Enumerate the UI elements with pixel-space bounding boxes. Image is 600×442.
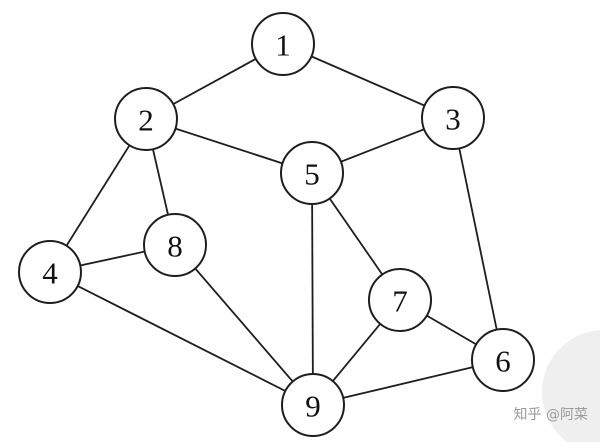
node-7: 7 [368, 268, 432, 332]
watermark-text: 知乎 @阿菜 [513, 407, 588, 423]
node-6: 6 [471, 328, 535, 392]
node-label-7: 7 [392, 284, 408, 319]
node-5: 5 [280, 141, 344, 205]
node-label-6: 6 [495, 344, 511, 379]
edge-3-6 [452, 117, 504, 361]
edge-4-9 [49, 271, 314, 406]
edge-8-9 [174, 244, 314, 406]
node-label-2: 2 [138, 103, 154, 138]
node-1: 1 [251, 12, 315, 76]
watermark-logo-shape [542, 330, 600, 442]
edge-5-9 [311, 172, 314, 406]
node-circle-1 [251, 12, 315, 76]
node-9: 9 [281, 373, 345, 437]
node-circle-2 [114, 87, 178, 151]
node-label-8: 8 [167, 229, 183, 264]
node-circle-7 [368, 268, 432, 332]
edge-9-6 [312, 359, 504, 406]
node-circle-6 [471, 328, 535, 392]
node-layer: 1 2 3 4 5 6 7 8 9 [18, 12, 535, 437]
node-label-3: 3 [445, 102, 461, 137]
node-circle-8 [143, 213, 207, 277]
node-circle-9 [281, 373, 345, 437]
node-label-5: 5 [304, 157, 320, 192]
node-label-4: 4 [42, 256, 58, 291]
node-8: 8 [143, 213, 207, 277]
node-4: 4 [18, 240, 82, 304]
node-2: 2 [114, 87, 178, 151]
node-circle-3 [421, 86, 485, 150]
node-3: 3 [421, 86, 485, 150]
node-label-1: 1 [275, 28, 291, 63]
node-circle-5 [280, 141, 344, 205]
node-circle-4 [18, 240, 82, 304]
node-label-9: 9 [305, 389, 321, 424]
